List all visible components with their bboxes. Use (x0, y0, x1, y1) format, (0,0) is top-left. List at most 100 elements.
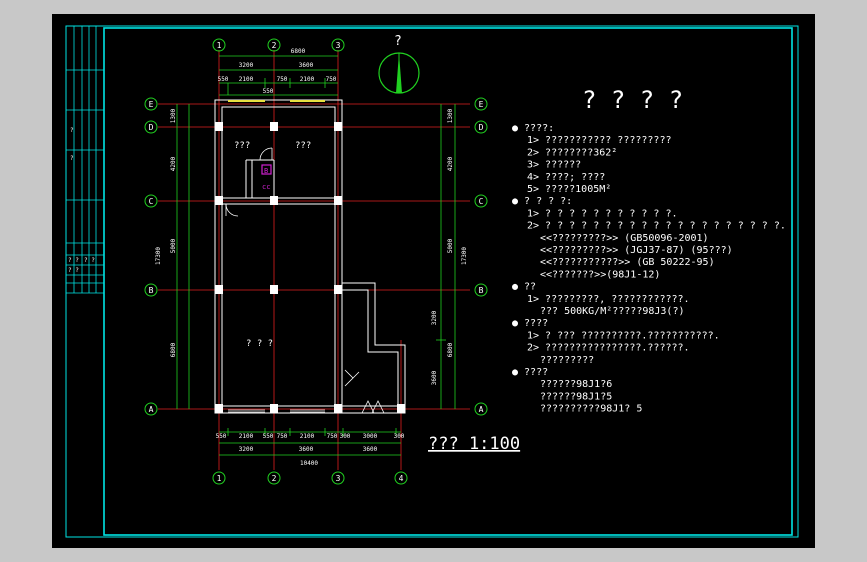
outer-frame (65, 25, 799, 538)
drawing-sheet (52, 14, 815, 548)
axis-right-D: D (479, 123, 484, 132)
dim-top-seg-4: 2100 (300, 76, 315, 83)
title-block (66, 26, 104, 294)
dim-top-seg-3: 750 (277, 76, 288, 83)
north-arrow: ? (378, 34, 420, 94)
note-line: 3> ?????? (527, 160, 581, 171)
axis-bubbles (144, 38, 488, 485)
note-line: ● ???? (512, 318, 548, 329)
dim-left-3: 5000 (170, 238, 177, 253)
doors (225, 147, 385, 414)
dim-top-span-2: 3600 (299, 62, 314, 69)
dim-bot-span-3: 3600 (363, 446, 378, 453)
axis-lines (158, 50, 470, 470)
north-label: ? (394, 34, 402, 49)
note-line: ??????98J1?5 (540, 391, 612, 402)
dim-right-5: 6800 (447, 342, 454, 357)
axis-top-2: 2 (272, 41, 277, 50)
inner-frame (103, 27, 793, 536)
dim-top-seg-2: 2100 (239, 76, 254, 83)
dim-bot-seg-2: 2100 (239, 433, 254, 440)
axis-bubble-labels: 1 2 3 1 2 3 4 E D C B A E D C B A (149, 41, 484, 483)
dim-left-1: 1300 (170, 108, 177, 123)
room-label-1: ??? (234, 141, 250, 151)
note-line: <<?????????>> (JGJ37-87) (95???) (540, 245, 733, 256)
note-line: ● ????: (512, 123, 554, 134)
dim-top-seg-1: 550 (218, 76, 229, 83)
axis-left-A: A (149, 405, 154, 414)
columns (215, 122, 405, 413)
axis-top-1: 1 (217, 41, 222, 50)
dim-left-total: 17300 (155, 247, 162, 265)
dimension-text-left: 1300 4200 5000 6800 17300 (155, 108, 177, 357)
dim-bot-seg-7: 300 (340, 433, 351, 440)
title-cell-5: ? ? (68, 267, 79, 274)
axis-right-E: E (479, 100, 484, 109)
dim-bot-seg-5: 2100 (300, 433, 315, 440)
windows-bottom (228, 409, 325, 413)
note-line: <<?????????>> (GB50096-2001) (540, 233, 709, 244)
dim-right-1: 1300 (447, 108, 454, 123)
dim-bot-total: 10400 (300, 460, 318, 467)
title-cell-4: ? ? (84, 257, 95, 264)
dimension-text-bottom: 550 2100 550 750 2100 750 300 3000 300 3… (216, 433, 405, 467)
axis-right-B: B (479, 286, 484, 295)
note-line: ● ?? (512, 282, 536, 293)
dim-right-2: 4200 (447, 156, 454, 171)
dimension-text-top: 6800 3200 3600 550 2100 750 2100 750 550 (218, 48, 337, 95)
dimension-text-right: 1300 4200 5000 3200 6800 3600 17300 (431, 108, 468, 385)
fixture-box (261, 164, 272, 175)
note-line: ??????98J1?6 (540, 379, 612, 390)
dim-top-seg-5: 750 (326, 76, 337, 83)
fixture-circle-label: cc (262, 183, 270, 191)
note-line: <<???????>>(98J1-12) (540, 269, 660, 280)
dim-top-span-1: 3200 (239, 62, 254, 69)
axis-bottom-3: 3 (336, 474, 341, 483)
dim-bot-span-1: 3200 (239, 446, 254, 453)
dimension-lines (176, 55, 456, 456)
dim-bot-seg-8: 3000 (363, 433, 378, 440)
axis-bottom-2: 2 (272, 474, 277, 483)
dim-right-4: 3200 (431, 310, 438, 325)
title-block-text: ? ? ? ? ? ? ? ? (68, 127, 95, 274)
axis-left-E: E (149, 100, 154, 109)
note-line: ????????? (540, 355, 594, 366)
dim-right-3: 5000 (447, 238, 454, 253)
notes-title: ? ? ? ? (582, 86, 683, 114)
notes-lines: ● ????:1> ??????????? ?????????2> ??????… (512, 123, 786, 415)
note-line: 2> ????????????????.??????. (527, 343, 690, 354)
dim-top-sub: 550 (263, 88, 274, 95)
note-line: 1> ? ??? ??????????.???????????. (527, 330, 720, 341)
dim-bot-seg-6: 750 (327, 433, 338, 440)
note-line: 5> ?????1005M² (527, 184, 611, 195)
note-line: ??? 500KG/M²?????98J3(?) (540, 306, 685, 317)
axis-left-B: B (149, 286, 154, 295)
note-line: 1> ? ? ? ? ? ? ? ? ? ? ?. (527, 208, 678, 219)
room-label-3: ? ? ? (246, 339, 273, 349)
room-label-2: ??? (295, 141, 311, 151)
note-line: ● ???? (512, 367, 548, 378)
axis-bottom-4: 4 (399, 474, 404, 483)
axis-left-C: C (149, 197, 154, 206)
dim-top-total: 6800 (291, 48, 306, 55)
axis-bottom-1: 1 (217, 474, 222, 483)
dim-right-6: 3600 (431, 370, 438, 385)
scale-label: ??? 1:100 (428, 434, 520, 454)
dim-bot-seg-3: 550 (263, 433, 274, 440)
note-line: 2> ????????362² (527, 147, 617, 158)
axis-left-D: D (149, 123, 154, 132)
room-labels: ??? ??? ? ? ? (234, 141, 311, 349)
dim-bot-seg-4: 750 (277, 433, 288, 440)
note-line: 4> ????; ???? (527, 172, 605, 183)
note-line: 1> ??????????? ????????? (527, 135, 672, 146)
axis-right-A: A (479, 405, 484, 414)
dim-bot-seg-9: 300 (394, 433, 405, 440)
title-cell-1: ? (70, 127, 74, 134)
note-line: ● ? ? ? ?: (512, 196, 572, 207)
note-line: 1> ?????????, ????????????. (527, 294, 690, 305)
dim-right-total: 17300 (461, 247, 468, 265)
note-line: ??????????98J1? 5 (540, 404, 642, 415)
axis-right-C: C (479, 197, 484, 206)
dim-left-4: 6800 (170, 342, 177, 357)
